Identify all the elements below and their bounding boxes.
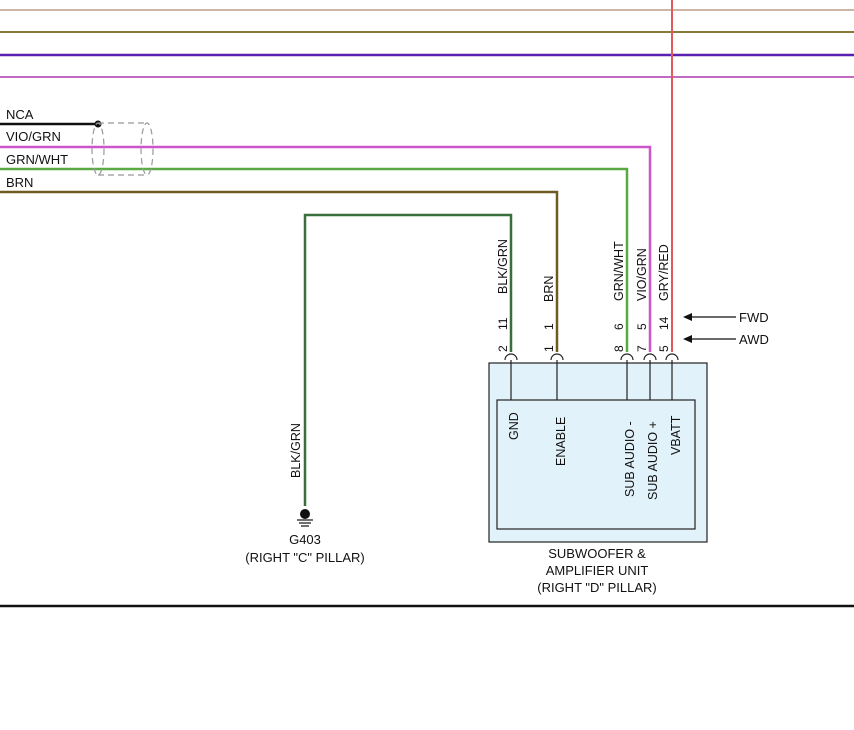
grn-wht-wire-label: GRN/WHT [6, 152, 68, 167]
module-pin: BLK/GRN 11 2 GND [496, 239, 521, 440]
module-outer-box [488, 362, 708, 543]
module-location: (RIGHT "D" PILLAR) [537, 580, 657, 595]
pin-number-upper: 6 [612, 323, 626, 330]
connector-terminal-icon [620, 353, 634, 400]
connector-terminal-icon [550, 353, 564, 400]
pin-number-upper: 11 [496, 317, 510, 330]
nca-splice-dot [94, 120, 102, 128]
brn-wire [0, 190, 559, 352]
pin-number-lower: 5 [657, 345, 671, 352]
pin-function-label: SUB AUDIO - [623, 421, 637, 497]
ground-icon [297, 509, 313, 527]
blk-grn-wire [303, 213, 513, 506]
pin-number-upper: 5 [635, 323, 649, 330]
module-name-line1: SUBWOOFER & [548, 546, 646, 561]
module-pin: VIO/GRN 5 7 SUB AUDIO + [635, 248, 660, 500]
pin-function-label: GND [507, 412, 521, 440]
nca-wire-label: NCA [6, 107, 34, 122]
pin-wire-label: BRN [542, 276, 556, 302]
pin-function-label: VBATT [669, 415, 683, 455]
module-pin: BRN 1 1 ENABLE [542, 276, 568, 466]
awd-label: AWD [739, 332, 769, 347]
pin-number-upper: 14 [657, 316, 671, 330]
pin-wire-label: BLK/GRN [496, 239, 510, 294]
module-inner-box [496, 399, 696, 530]
pin-number-lower: 1 [542, 345, 556, 352]
pin-number-lower: 2 [496, 345, 510, 352]
pin-function-label: ENABLE [554, 417, 568, 466]
pin-wire-label: GRN/WHT [612, 241, 626, 301]
ground-id: G403 [289, 532, 321, 547]
module-name-line2: AMPLIFIER UNIT [546, 563, 649, 578]
fwd-arrowhead-icon [683, 313, 692, 321]
module-pin: GRN/WHT 6 8 SUB AUDIO - [612, 241, 637, 497]
pin-function-label: SUB AUDIO + [646, 421, 660, 500]
ground-wire-label: BLK/GRN [289, 423, 303, 478]
fwd-label: FWD [739, 310, 769, 325]
brn-wire-label: BRN [6, 175, 33, 190]
connector-terminal-icon [504, 353, 518, 400]
module-pin: GRY/RED 14 5 VBATT [657, 244, 683, 455]
grn-wht-wire [0, 167, 629, 352]
twisted-pair-shield [91, 122, 154, 176]
pin-number-lower: 7 [635, 345, 649, 352]
pin-number-lower: 8 [612, 345, 626, 352]
vio-grn-wire-label: VIO/GRN [6, 129, 61, 144]
ground-location: (RIGHT "C" PILLAR) [245, 550, 365, 565]
connector-terminal-icon [643, 353, 657, 400]
vio-grn-wire [0, 145, 652, 352]
connector-terminal-icon [665, 353, 679, 400]
awd-arrowhead-icon [683, 335, 692, 343]
pin-number-upper: 1 [542, 323, 556, 330]
pin-wire-label: VIO/GRN [635, 248, 649, 301]
pin-wire-label: GRY/RED [657, 244, 671, 301]
